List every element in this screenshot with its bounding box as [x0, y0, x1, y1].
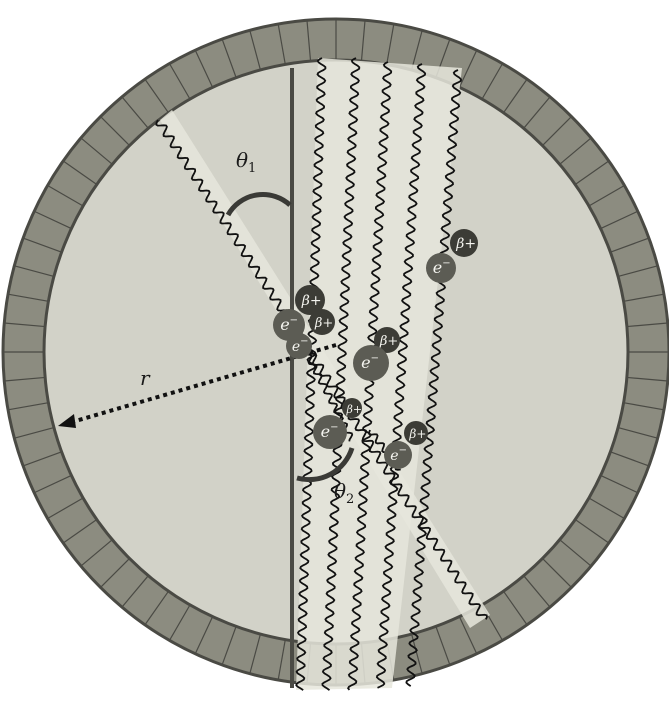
electron-3: e−: [286, 333, 312, 359]
electron-4: e−: [353, 345, 389, 381]
electron-5: e−: [313, 415, 347, 449]
electron-6: e−: [384, 441, 412, 469]
positron-1: β+: [450, 229, 478, 257]
positron-3-label: β+: [314, 316, 333, 331]
positron-5-label: β+: [346, 403, 363, 416]
radius-label: r: [140, 366, 151, 390]
positron-2-label: β+: [301, 293, 322, 309]
positron-1-label: β+: [455, 236, 476, 252]
positron-6: β+: [404, 421, 428, 445]
positron-4-label: β+: [379, 334, 398, 349]
electron-1: e−: [426, 253, 456, 283]
positron-3: β+: [309, 309, 335, 335]
positron-6-label: β+: [408, 427, 426, 441]
positron-5: β+: [342, 398, 362, 418]
